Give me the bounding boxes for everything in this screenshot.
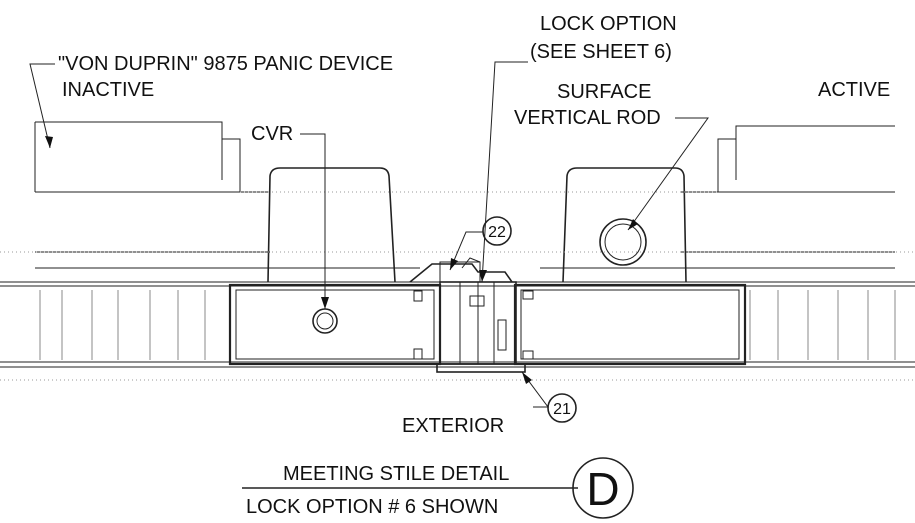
callout-21-number: 21: [553, 401, 571, 418]
detail-subtitle: LOCK OPTION # 6 SHOWN: [246, 496, 498, 518]
active-pad: [562, 167, 687, 283]
detail-letter: D: [586, 463, 619, 515]
detail-marker-circle: [572, 457, 634, 519]
callout-22-number: 22: [488, 224, 506, 241]
inactive-stile: [228, 283, 442, 366]
lock-option-label: LOCK OPTION: [540, 13, 677, 35]
active-stile: [513, 283, 747, 366]
surface-vertical-rod: [599, 218, 647, 266]
vertical-rod-label: VERTICAL ROD: [514, 107, 661, 129]
detail-title-block: MEETING STILE DETAIL LOCK OPTION # 6 SHO…: [242, 457, 634, 519]
panic-device-inactive: [34, 121, 270, 253]
left-infill-hatch: [39, 290, 206, 360]
callout-22: 22: [482, 216, 512, 246]
detail-title: MEETING STILE DETAIL: [283, 463, 509, 485]
callout-21: 21: [547, 393, 577, 423]
leader-lines: [29, 61, 709, 408]
active-label: ACTIVE: [818, 79, 890, 101]
exterior-label: EXTERIOR: [402, 415, 504, 437]
see-sheet-label: (SEE SHEET 6): [530, 41, 672, 63]
inactive-pad: [267, 167, 396, 283]
door-band: [0, 281, 915, 381]
panic-device-label: "VON DUPRIN" 9875 PANIC DEVICE: [58, 53, 393, 75]
panic-device-active: [680, 125, 895, 253]
lock-assembly: [409, 257, 526, 373]
cvr-label: CVR: [251, 123, 293, 145]
right-infill-hatch: [749, 290, 896, 360]
surface-label: SURFACE: [557, 81, 651, 103]
inactive-label: INACTIVE: [62, 79, 154, 101]
